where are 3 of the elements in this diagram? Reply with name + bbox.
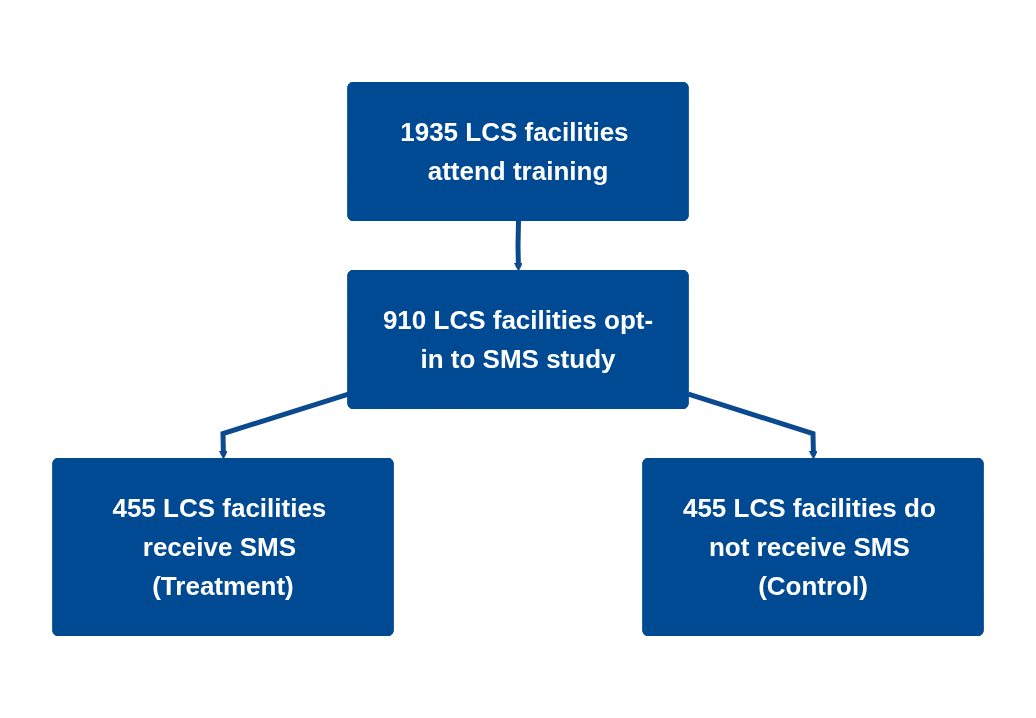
arrow (513, 220, 523, 272)
arrow (687, 391, 818, 460)
arrow (218, 391, 350, 460)
